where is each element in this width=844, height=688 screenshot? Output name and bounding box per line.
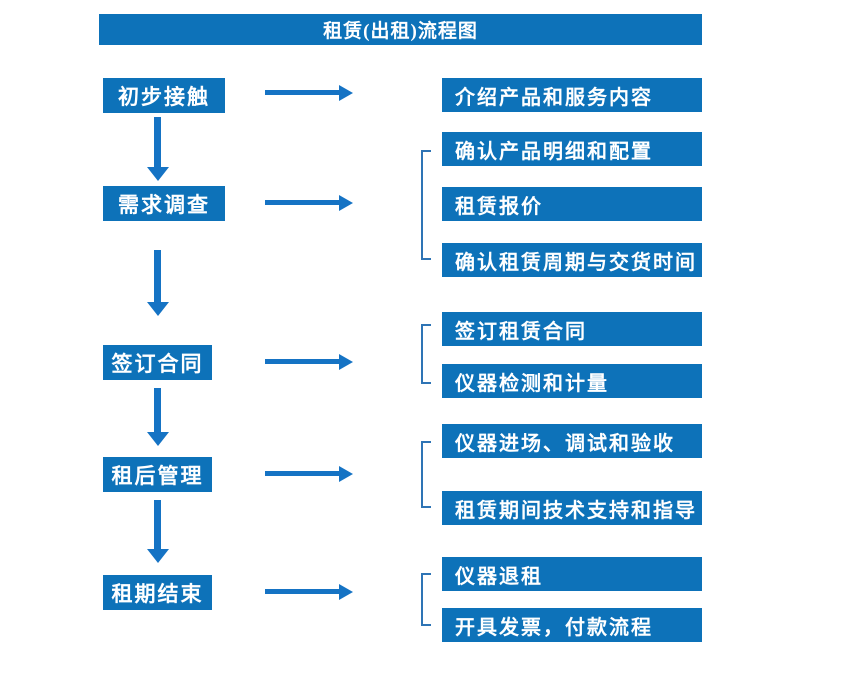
arrow-shaft <box>265 200 340 205</box>
arrow-shaft <box>154 388 161 433</box>
detail-box-sign-rental-contract: 签订租赁合同 <box>442 312 702 346</box>
down-arrow-icon <box>147 250 169 316</box>
arrow-head <box>147 167 169 181</box>
detail-box-confirm-product-details: 确认产品明细和配置 <box>442 132 702 166</box>
detail-label: 仪器检测和计量 <box>455 372 609 395</box>
arrow-head <box>339 195 353 211</box>
detail-label: 介绍产品和服务内容 <box>455 86 653 109</box>
detail-box-instrument-setup-acceptance: 仪器进场、调试和验收 <box>442 424 702 458</box>
detail-label: 签订租赁合同 <box>455 320 587 343</box>
arrow-head <box>147 302 169 316</box>
arrow-shaft <box>265 589 340 594</box>
step-box-needs-survey: 需求调查 <box>103 186 225 221</box>
step-label: 初步接触 <box>118 84 210 109</box>
flowchart-title: 租赁(出租)流程图 <box>99 14 702 45</box>
step-label: 租后管理 <box>111 463 204 488</box>
group-bracket <box>421 573 431 626</box>
detail-label: 确认租赁周期与交货时间 <box>455 251 697 274</box>
detail-label: 开具发票，付款流程 <box>455 616 653 639</box>
arrow-shaft <box>265 90 340 95</box>
arrow-shaft <box>154 117 161 168</box>
step-box-sign-contract: 签订合同 <box>103 345 212 380</box>
group-bracket <box>421 441 431 508</box>
right-arrow-icon <box>265 354 353 370</box>
detail-box-invoice-payment: 开具发票，付款流程 <box>442 608 702 642</box>
down-arrow-icon <box>147 117 169 181</box>
flowchart-title-label: 租赁(出租)流程图 <box>323 21 478 42</box>
detail-box-instrument-return: 仪器退租 <box>442 557 702 591</box>
detail-label: 租赁报价 <box>455 195 543 218</box>
right-arrow-icon <box>265 466 353 482</box>
arrow-shaft <box>265 471 340 476</box>
step-label: 租期结束 <box>111 581 204 606</box>
detail-box-confirm-rental-period: 确认租赁周期与交货时间 <box>442 243 702 277</box>
arrow-head <box>339 584 353 600</box>
detail-label: 仪器进场、调试和验收 <box>455 432 675 455</box>
detail-label: 确认产品明细和配置 <box>455 140 653 163</box>
step-box-rental-end: 租期结束 <box>103 575 212 610</box>
down-arrow-icon <box>147 500 169 563</box>
detail-label: 仪器退租 <box>455 565 543 588</box>
group-bracket <box>421 324 431 384</box>
arrow-shaft <box>154 500 161 550</box>
down-arrow-icon <box>147 388 169 446</box>
step-label: 需求调查 <box>118 192 210 217</box>
detail-box-rental-quote: 租赁报价 <box>442 187 702 221</box>
detail-box-tech-support: 租赁期间技术支持和指导 <box>442 491 702 525</box>
step-box-post-rental-management: 租后管理 <box>103 457 212 492</box>
arrow-shaft <box>154 250 161 303</box>
detail-box-introduce-products: 介绍产品和服务内容 <box>442 78 702 112</box>
arrow-head <box>339 85 353 101</box>
arrow-shaft <box>265 359 340 364</box>
step-box-initial-contact: 初步接触 <box>103 78 225 113</box>
detail-box-instrument-testing: 仪器检测和计量 <box>442 364 702 398</box>
arrow-head <box>339 466 353 482</box>
step-label: 签订合同 <box>111 351 204 376</box>
right-arrow-icon <box>265 195 353 211</box>
right-arrow-icon <box>265 584 353 600</box>
arrow-head <box>339 354 353 370</box>
detail-label: 租赁期间技术支持和指导 <box>455 499 697 522</box>
right-arrow-icon <box>265 85 353 101</box>
arrow-head <box>147 432 169 446</box>
group-bracket <box>421 150 431 260</box>
arrow-head <box>147 549 169 563</box>
